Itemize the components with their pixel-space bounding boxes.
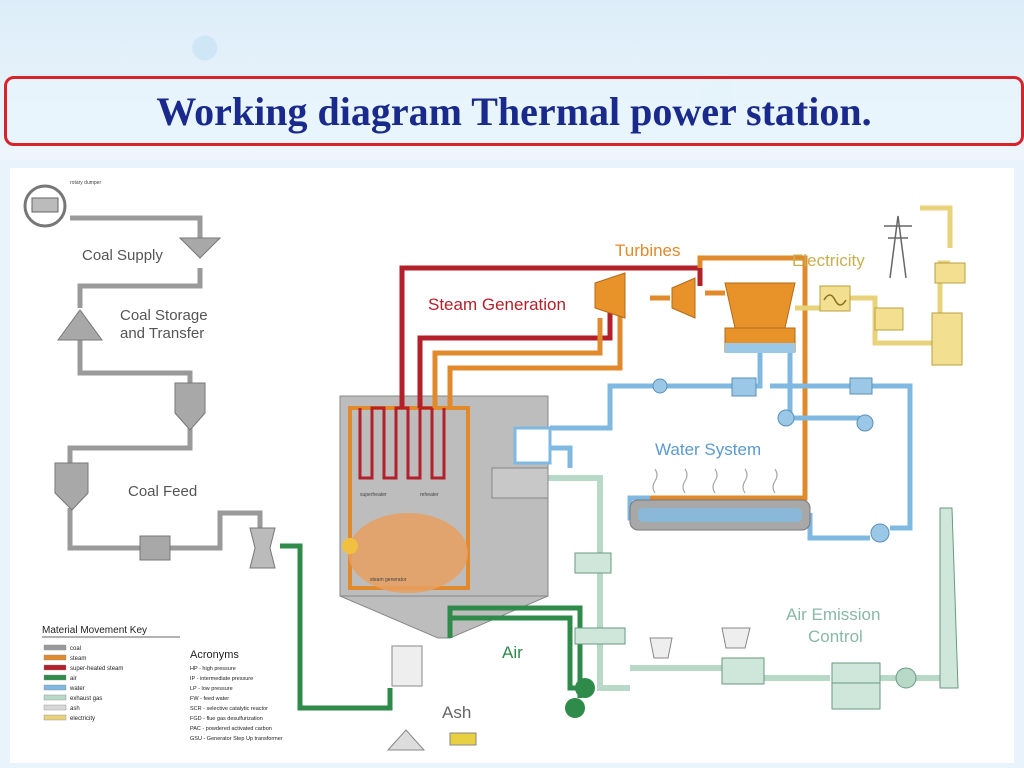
coal-feeder	[139, 535, 171, 561]
superheated-steam-path	[399, 265, 703, 408]
acronym-item: FW - feed water	[190, 696, 229, 702]
scr-unit	[574, 552, 612, 574]
air-label: Air	[502, 643, 523, 662]
key-item-label: super-heated steam	[70, 666, 123, 672]
coal-storage-label-1: Coal Storage	[120, 307, 208, 324]
key-item-label: coal	[70, 646, 81, 652]
key-item-label: steam	[70, 656, 86, 662]
electricity-path	[795, 205, 953, 346]
key-item-label: water	[69, 686, 85, 692]
boiler: superheater reheater steam generator	[339, 395, 549, 639]
key-swatch	[43, 674, 67, 681]
transmission-tower-icon	[884, 215, 912, 279]
acronym-item: IP - intermediate pressure	[190, 676, 253, 682]
key-swatch	[43, 664, 67, 671]
air-emission-label-1: Air Emission	[786, 605, 880, 624]
economizer	[491, 467, 549, 499]
acronym-item: PAC - powdered activated carbon	[190, 726, 272, 732]
rotary-dumper: rotary dumper	[23, 180, 101, 228]
svg-text:superheater: superheater	[360, 492, 387, 498]
key-item-label: electricity	[70, 716, 95, 722]
key-swatch	[43, 704, 67, 711]
water-system-label: Water System	[655, 440, 761, 459]
gsu-transformer	[931, 312, 963, 366]
pulverizer	[249, 527, 276, 569]
diagram-canvas: rotary dumper Coal Supply Coal Storage a…	[23, 180, 966, 751]
electricity-label: Electricity	[792, 251, 865, 270]
acronyms: Acronyms HP - high pressure IP - intermed…	[190, 649, 283, 742]
ash-truck	[449, 732, 477, 746]
coal-storage-label-2: and Transfer	[120, 325, 204, 342]
cooling-basin	[629, 468, 811, 531]
water-components	[513, 377, 890, 543]
stack	[939, 507, 959, 689]
ac-wave-icon	[823, 294, 847, 306]
turbines-label: Turbines	[615, 241, 681, 260]
key-item-label: air	[70, 676, 77, 682]
switchyard	[934, 262, 966, 284]
svg-text:steam generator: steam generator	[370, 577, 407, 583]
power-station-diagram: rotary dumper Coal Supply Coal Storage a…	[10, 168, 1014, 763]
acronym-item: LP - low pressure	[190, 686, 233, 692]
key-swatch	[43, 714, 67, 721]
acronyms-title: Acronyms	[190, 649, 239, 661]
particulate-collector	[831, 682, 881, 710]
key-swatch	[43, 694, 67, 701]
key-item-label: ash	[70, 706, 80, 712]
fd-fan	[575, 678, 595, 698]
svg-text:reheater: reheater	[420, 492, 439, 498]
fgd-system	[721, 657, 765, 685]
key-swatch	[43, 654, 67, 661]
acronym-item: SCR - selective catalytic reactor	[190, 706, 268, 712]
lime-slurry-unit	[721, 627, 751, 649]
key-title: Material Movement Key	[42, 625, 147, 636]
material-movement-key: Material Movement Key coal steam super-hea…	[42, 625, 180, 722]
coal-hopper	[178, 237, 222, 259]
air-heater	[574, 627, 626, 645]
pac-injection	[649, 637, 673, 659]
key-swatch	[43, 684, 67, 691]
page-title: Working diagram Thermal power station.	[156, 88, 872, 134]
key-swatch	[43, 644, 67, 651]
bottom-ash-unit	[391, 645, 423, 687]
coal-path	[67, 215, 263, 551]
title-banner: Working diagram Thermal power station.	[4, 76, 1024, 146]
key-item-label: exhaust gas	[70, 696, 102, 702]
coal-feed-silo	[54, 462, 89, 511]
id-fan	[565, 698, 585, 718]
steam-path	[432, 255, 808, 501]
svg-text:rotary dumper: rotary dumper	[70, 180, 101, 186]
acronym-item: GSU - Generator Step Up transformer	[190, 736, 283, 742]
ash-pile	[386, 729, 426, 751]
steam-generation-label: Steam Generation	[428, 295, 566, 314]
acronym-item: HP - high pressure	[190, 666, 236, 672]
ash-label: Ash	[442, 703, 471, 722]
coal-pile	[57, 309, 103, 341]
coal-silo	[174, 382, 206, 431]
induced-draft-fan	[895, 667, 917, 689]
turbines	[594, 272, 796, 353]
baghouse	[831, 662, 881, 684]
coal-feed-label: Coal Feed	[128, 483, 197, 500]
acronym-item: FGD - flue gas desulfurization	[190, 716, 263, 722]
generator-breaker	[874, 307, 904, 331]
coal-supply-label: Coal Supply	[82, 247, 163, 264]
air-emission-label-2: Control	[808, 627, 863, 646]
